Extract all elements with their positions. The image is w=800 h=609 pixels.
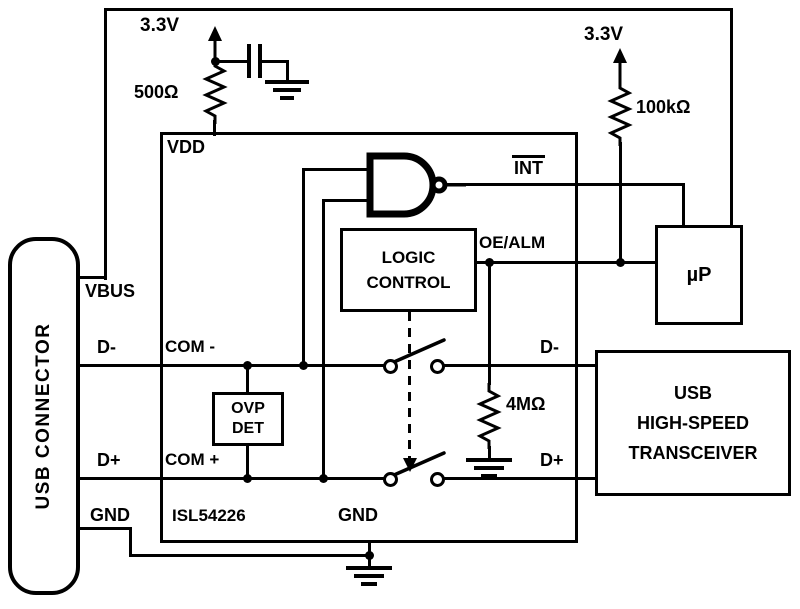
wire-nand-in1-v — [302, 168, 305, 367]
junction-dot — [319, 474, 328, 483]
wire-pulldown-gnd — [488, 446, 491, 458]
resistor-500-icon — [202, 58, 228, 124]
int-pin-label: INT — [512, 155, 545, 179]
ovp-det-block: OVP DET — [212, 392, 284, 446]
supply-arrow-icon — [613, 48, 627, 82]
ground-icon — [273, 88, 301, 92]
wire-ovp-bottom — [246, 444, 249, 480]
transceiver-block: USB HIGH-SPEED TRANSCEIVER — [595, 350, 791, 496]
switch-contact — [430, 359, 445, 374]
wire-int-h — [446, 183, 685, 186]
logic-control-line1: LOGIC — [381, 248, 436, 267]
switch-contact — [383, 472, 398, 487]
microprocessor-label: µP — [686, 263, 712, 286]
wire-oe-pullup — [619, 142, 622, 264]
junction-dot — [485, 258, 494, 267]
com-plus-pin-label: COM + — [165, 450, 220, 469]
wire-com-minus — [76, 364, 385, 367]
logic-control-block: LOGIC CONTROL — [340, 228, 477, 312]
resistor-100k-icon — [607, 80, 633, 146]
junction-dot — [616, 258, 625, 267]
capacitor-icon — [247, 44, 251, 78]
junction-dot — [211, 57, 220, 66]
switch-lever-d-plus — [392, 451, 446, 477]
switch-contact — [430, 472, 445, 487]
wire-cap-right — [262, 60, 288, 63]
switch-control-line — [408, 312, 411, 460]
d-minus-in-label: D- — [97, 337, 116, 357]
logic-control-line2: CONTROL — [366, 273, 451, 292]
wire-pulldown — [488, 261, 491, 385]
usb-connector-block: USB CONNECTOR — [8, 237, 80, 595]
ground-icon — [466, 458, 512, 462]
wire-gnd-v — [129, 527, 132, 557]
ground-icon — [346, 566, 392, 570]
ground-icon — [474, 466, 504, 470]
ground-icon — [280, 96, 294, 100]
wire-chip-gnd-pin — [368, 541, 371, 557]
vbus-label: VBUS — [85, 281, 136, 301]
nand-gate-icon — [366, 152, 466, 218]
wire-oe-alm — [477, 261, 657, 264]
junction-dot — [243, 361, 252, 370]
wire-top-rail — [104, 8, 733, 11]
wire-ovp-top — [246, 364, 249, 394]
supply-right-label: 3.3V — [584, 24, 624, 45]
wire-nand-in1-h — [302, 168, 372, 171]
capacitor-icon — [258, 44, 262, 78]
ovp-line2: DET — [232, 420, 264, 437]
chip-name-label: ISL54226 — [172, 506, 246, 525]
d-plus-in-label: D+ — [97, 450, 121, 470]
ground-icon — [354, 574, 384, 578]
microprocessor-block: µP — [655, 225, 743, 325]
oe-alm-pin-label: OE/ALM — [479, 233, 546, 252]
supply-arrow-icon — [208, 26, 222, 60]
d-plus-out-label: D+ — [540, 450, 564, 470]
com-minus-pin-label: COM - — [165, 337, 216, 356]
d-minus-out-label: D- — [540, 337, 559, 357]
transceiver-line3: TRANSCEIVER — [628, 443, 758, 463]
wire-vdd — [213, 120, 216, 136]
transceiver-line1: USB — [673, 383, 712, 403]
junction-dot — [365, 551, 374, 560]
junction-dot — [243, 474, 252, 483]
resistor-500-label: 500Ω — [134, 82, 179, 102]
wire-nand-in2-h — [322, 199, 372, 202]
vdd-pin-label: VDD — [167, 137, 206, 157]
ground-icon — [265, 80, 309, 84]
wire-int-v — [682, 183, 685, 227]
wire-cap-left — [215, 60, 247, 63]
wire-gnd-h — [129, 554, 373, 557]
wire-top-rail-left — [104, 8, 107, 280]
switch-contact — [383, 359, 398, 374]
int-pin-text: INT — [512, 155, 545, 178]
resistor-4m-icon — [476, 383, 502, 449]
switch-lever-d-minus — [392, 338, 446, 364]
transceiver-line2: HIGH-SPEED — [636, 413, 750, 433]
junction-dot — [299, 361, 308, 370]
resistor-100k-label: 100kΩ — [636, 97, 691, 117]
wire-gnd-sym — [368, 556, 371, 566]
wire-gnd-conn — [76, 527, 132, 530]
wire-d-minus-out — [444, 364, 595, 367]
chip-gnd-pin-label: GND — [338, 505, 378, 525]
ground-icon — [481, 474, 497, 478]
wire-d-plus-out — [444, 477, 595, 480]
switch-control-arrow-icon — [403, 458, 417, 472]
wire-nand-in2-v — [322, 199, 325, 480]
resistor-4m-label: 4MΩ — [506, 394, 546, 414]
usb-connector-label: USB CONNECTOR — [33, 322, 54, 510]
ovp-line1: OVP — [231, 400, 265, 417]
gnd-in-label: GND — [90, 505, 130, 525]
wire-com-plus — [76, 477, 385, 480]
wire-cap-gnd — [286, 60, 289, 80]
ground-icon — [361, 582, 377, 586]
wire-vbus — [76, 276, 107, 279]
supply-left-label: 3.3V — [140, 15, 180, 36]
wire-top-rail-right — [730, 8, 733, 227]
